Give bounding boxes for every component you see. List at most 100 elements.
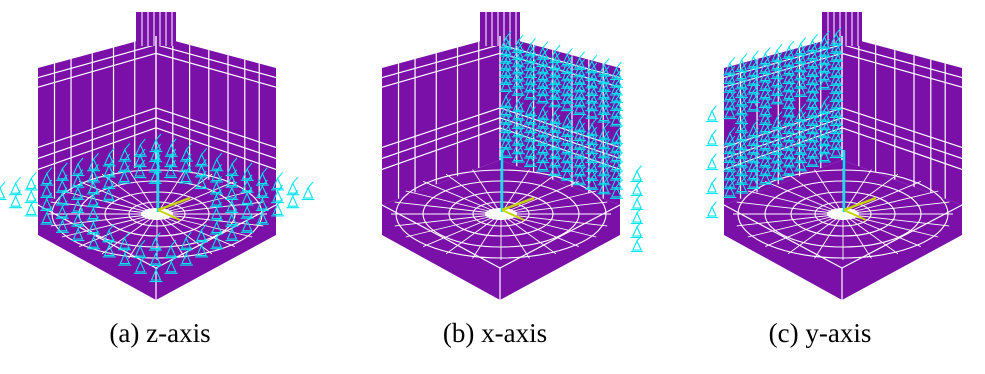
fixed-support-symbol — [537, 115, 549, 128]
support-link — [835, 131, 842, 139]
support-link — [591, 100, 598, 108]
support-link — [231, 169, 238, 176]
support-link — [155, 143, 162, 151]
support-link — [77, 194, 84, 202]
support-link — [216, 188, 222, 196]
floor-mesh-spoke — [101, 173, 158, 215]
support-link — [505, 98, 512, 105]
support-link — [764, 47, 771, 54]
fixed-support-symbol — [226, 199, 238, 212]
model-group — [705, 12, 963, 300]
support-link — [542, 41, 549, 49]
support-link — [823, 136, 830, 143]
fixed-support-symbol — [165, 164, 176, 177]
fixed-support-symbol — [818, 149, 830, 162]
support-link — [776, 43, 783, 51]
support-link — [711, 201, 717, 208]
slab-front-right — [500, 205, 620, 300]
fixed-support-symbol — [707, 133, 717, 145]
support-link — [616, 153, 622, 160]
support-link — [616, 69, 622, 77]
fixed-support-symbol — [211, 207, 222, 220]
support-link — [542, 110, 549, 118]
floor-mesh-spoke — [156, 169, 186, 215]
support-link — [776, 161, 783, 169]
support-link — [812, 140, 818, 148]
support-link — [800, 144, 807, 152]
fixed-support-symbol — [632, 211, 642, 223]
support-link — [46, 179, 53, 187]
support-link — [616, 92, 622, 100]
support-link — [517, 135, 524, 143]
support-link — [603, 65, 610, 73]
support-link — [231, 208, 238, 215]
support-link — [579, 81, 585, 89]
support-link — [823, 111, 830, 119]
support-link — [505, 66, 512, 74]
support-link — [753, 136, 759, 143]
support-link — [776, 69, 783, 76]
fixed-support-symbol — [537, 106, 549, 119]
fixed-support-symbol — [211, 193, 222, 206]
support-link — [140, 138, 146, 146]
support-link — [262, 167, 268, 174]
fixed-support-symbol — [611, 185, 622, 198]
fixed-support-symbol — [135, 260, 146, 273]
support-link — [812, 99, 818, 107]
support-link — [711, 153, 717, 160]
caption-x-axis: (b) x-axis — [442, 318, 548, 348]
fixed-support-symbol — [748, 141, 759, 154]
support-link — [800, 78, 807, 86]
fe-model-y-axis — [705, 12, 963, 300]
support-link — [542, 77, 549, 85]
fixed-support-symbol — [632, 183, 642, 195]
support-link — [542, 136, 549, 143]
coordinate-triad — [843, 209, 867, 221]
fixed-support-symbol — [241, 205, 253, 218]
fixed-support-symbol — [549, 162, 561, 175]
support-link — [616, 100, 622, 107]
fixed-support-symbol — [88, 169, 99, 182]
support-link — [277, 184, 283, 192]
support-link — [77, 157, 84, 165]
fixed-support-symbol — [87, 181, 99, 194]
support-link — [579, 140, 585, 148]
support-link — [764, 81, 771, 88]
support-link — [776, 136, 783, 144]
support-link — [741, 175, 748, 182]
support-link — [216, 152, 223, 160]
fixed-support-symbol — [226, 186, 238, 199]
fixed-support-symbol — [707, 181, 717, 193]
fixed-support-symbol — [56, 192, 68, 204]
support-link — [591, 153, 598, 161]
fixed-support-symbol — [150, 252, 161, 265]
floor-mesh-spoke — [61, 213, 158, 238]
support-link — [201, 239, 207, 246]
support-link — [835, 123, 842, 131]
mesh-line — [37, 52, 157, 88]
fixed-support-symbol — [736, 58, 748, 71]
fe-model-x-axis — [381, 12, 644, 300]
support-link — [77, 169, 84, 176]
support-link — [185, 153, 192, 161]
support-link — [185, 231, 192, 239]
support-link — [579, 158, 585, 165]
fixed-support-symbol — [795, 157, 807, 170]
support-link — [554, 66, 561, 74]
support-link — [505, 31, 512, 38]
support-link — [729, 127, 736, 134]
support-link — [788, 82, 795, 89]
support-link — [603, 175, 610, 183]
fixed-support-symbol — [56, 179, 68, 192]
support-link — [200, 170, 207, 178]
fixed-support-symbol — [41, 184, 53, 197]
coordinate-triad — [501, 209, 525, 221]
support-link — [835, 139, 842, 147]
coordinate-triad — [157, 209, 181, 221]
support-link — [554, 140, 561, 148]
support-link — [603, 81, 610, 88]
floor-mesh-spoke — [405, 213, 502, 238]
support-link — [579, 74, 585, 81]
support-link — [636, 207, 642, 214]
support-link — [530, 148, 536, 156]
